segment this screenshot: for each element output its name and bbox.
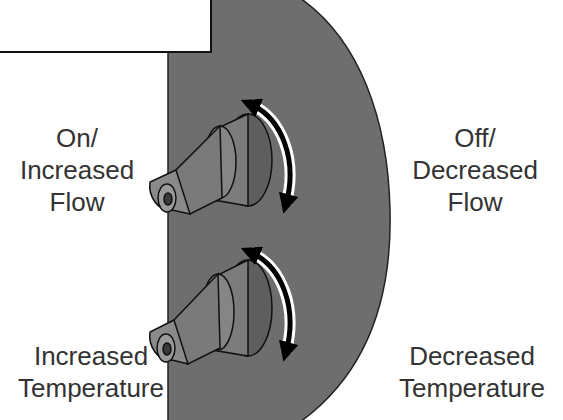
flow-knob — [150, 114, 272, 214]
temperature-increase-label: Increased Temperature — [2, 340, 180, 404]
temperature-knob — [150, 260, 272, 364]
rotation-arrow — [250, 104, 290, 204]
blank-label-box — [0, 0, 211, 52]
temperature-decrease-label: Decreased Temperature — [384, 340, 560, 404]
trim-plate — [168, 0, 390, 420]
rotation-arrow — [250, 252, 290, 352]
flow-off-label: Off/ Decreased Flow — [396, 122, 554, 218]
flow-on-label: On/ Increased Flow — [2, 122, 152, 218]
